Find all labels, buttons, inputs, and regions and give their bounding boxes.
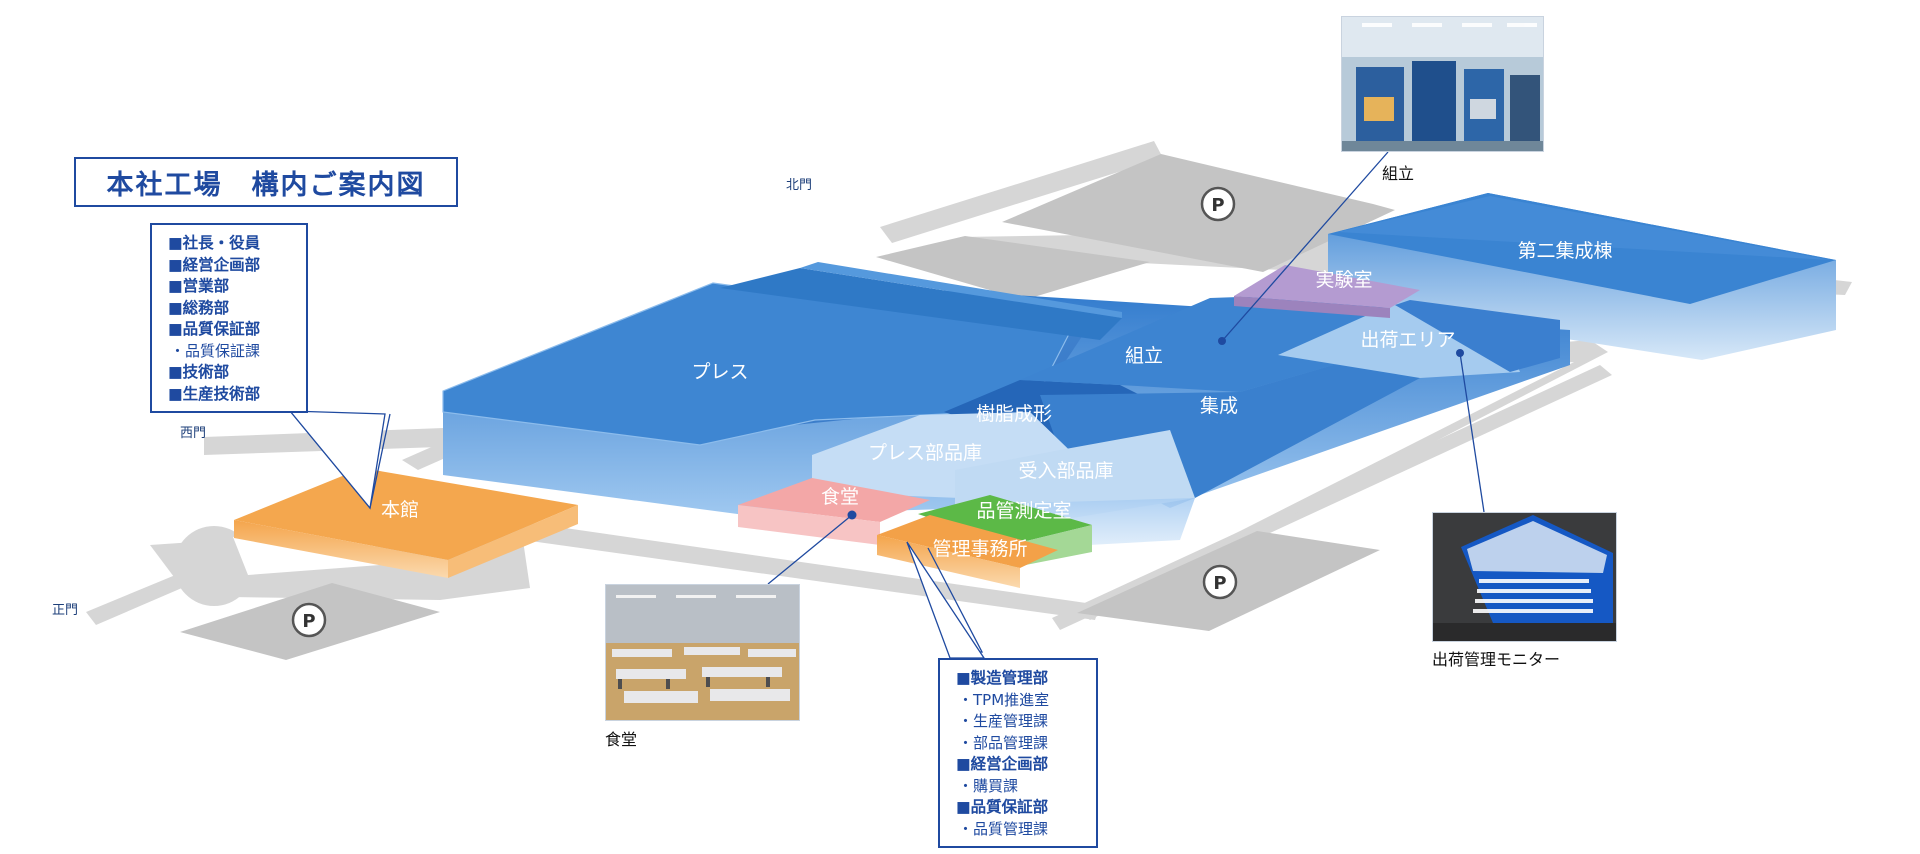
label-qc-lab: 品管測定室 xyxy=(976,500,1071,522)
callout-line-assembly-photo xyxy=(1221,151,1389,342)
dept-sub-item: ・生産管理課 xyxy=(958,712,1049,730)
parking-sign-label: P xyxy=(1213,573,1226,594)
gate-main-label: 正門 xyxy=(52,603,78,618)
building-main-honkan xyxy=(234,468,578,578)
label-shipping-area: 出荷エリア xyxy=(1360,329,1455,351)
photo-cafeteria xyxy=(605,584,800,721)
dept-item: ■総務部 xyxy=(168,298,230,317)
dept-item: ■経営企画部 xyxy=(168,255,261,274)
parking-sign-east: P xyxy=(1202,564,1238,600)
parking-lot-mid xyxy=(876,236,1150,300)
label-press: プレス xyxy=(691,361,748,383)
dept-item: ■品質保証部 xyxy=(956,798,1049,816)
dept-item: ■営業部 xyxy=(168,277,230,295)
callout-line-cafeteria xyxy=(767,514,853,585)
callout-line-monitor xyxy=(1459,352,1485,513)
photo-caption-monitor: 出荷管理モニター xyxy=(1432,650,1561,669)
label-receiving-parts: 受入部品庫 xyxy=(1018,460,1113,482)
dept-item: ■品質保証部 xyxy=(168,320,261,338)
parking-sign-label: P xyxy=(1211,195,1224,216)
parking-lot-north xyxy=(1002,154,1395,272)
dept-sub-item: ・購買課 xyxy=(958,776,1019,795)
dept-sub-item: ・品質管理課 xyxy=(958,819,1049,838)
roundabout xyxy=(174,526,254,606)
label-admin-office: 管理事務所 xyxy=(932,538,1027,560)
callout-pointer-main xyxy=(288,410,386,510)
dept-sub-item: ・品質保証課 xyxy=(170,341,261,360)
photo-assembly-line xyxy=(1341,16,1544,152)
photo-caption-assembly: 組立 xyxy=(1382,164,1415,183)
parking-sign-north: P xyxy=(1200,186,1236,222)
building-admin-office xyxy=(877,515,1058,588)
dept-list-admin-office: ■製造管理部・TPM推進室・生産管理課・部品管理課 ■経営企画部・購買課 ■品質保証… xyxy=(938,658,1098,848)
photo-caption-cafeteria: 食堂 xyxy=(605,730,638,749)
dept-list-main-building: ■社長・役員 ■経営企画部 ■営業部 ■総務部 ■品質保証部・品質保証課 ■技術部 ■生産技… xyxy=(150,223,308,413)
dept-item: ■製造管理部 xyxy=(956,669,1049,687)
road-north xyxy=(880,141,1163,243)
gate-west-label: 西門 xyxy=(180,426,206,441)
label-main-building: 本館 xyxy=(381,499,419,521)
photo-shipping-monitor xyxy=(1432,512,1617,642)
dept-sub-item: ・部品管理課 xyxy=(958,733,1049,752)
label-second-integration: 第二集成棟 xyxy=(1517,240,1612,262)
parking-sign-label: P xyxy=(302,611,315,632)
label-lab: 実験室 xyxy=(1315,269,1372,291)
dept-item: ■技術部 xyxy=(168,363,230,381)
building-cafeteria xyxy=(738,478,930,545)
dept-item: ■社長・役員 xyxy=(168,234,261,252)
callout-dots xyxy=(847,337,1464,520)
label-press-parts: プレス部品庫 xyxy=(868,442,982,464)
label-molding: 樹脂成形 xyxy=(976,403,1052,425)
label-integration: 集成 xyxy=(1200,395,1238,417)
gate-north-label: 北門 xyxy=(786,178,812,193)
dept-sub-item: ・TPM推進室 xyxy=(958,690,1050,709)
map-title: 本社工場 構内ご案内図 xyxy=(74,157,458,207)
dept-item: ■経営企画部 xyxy=(956,755,1049,773)
label-assembly: 組立 xyxy=(1125,345,1163,367)
parking-sign-west: P xyxy=(291,602,327,638)
label-cafeteria: 食堂 xyxy=(821,486,859,508)
dept-item: ■生産技術部 xyxy=(168,384,261,403)
